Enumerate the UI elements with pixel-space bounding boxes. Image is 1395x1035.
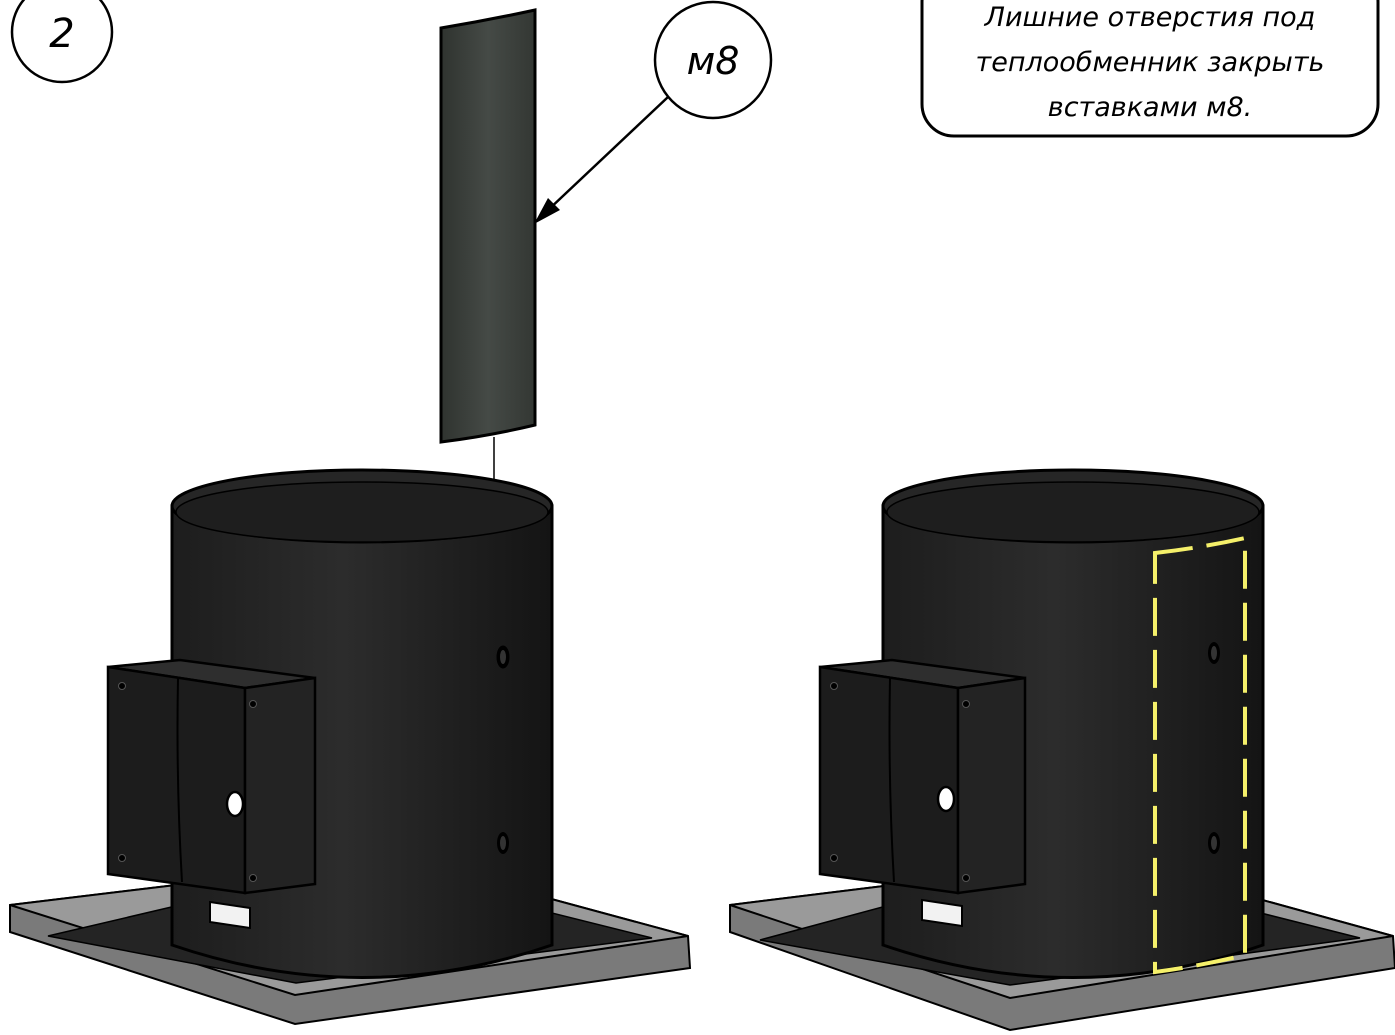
side-box-seam bbox=[176, 677, 183, 883]
side-box-seam bbox=[888, 677, 895, 883]
side-box-bolt bbox=[962, 700, 970, 708]
step-circle bbox=[10, 0, 114, 84]
side-box-bolt bbox=[962, 874, 970, 882]
side-box-bolt bbox=[118, 682, 126, 690]
cylinder-hole-inner bbox=[500, 650, 506, 664]
cylinder-hole-inner bbox=[500, 836, 506, 850]
note-frame bbox=[920, 0, 1380, 138]
side-box-side bbox=[243, 676, 317, 895]
insert-panel bbox=[439, 8, 537, 444]
note-line-3: вставками м8. bbox=[1048, 92, 1252, 123]
note-line-2: теплообменник закрыть bbox=[976, 47, 1325, 78]
side-box-bolt bbox=[249, 700, 257, 708]
note-line-1: Лишние отверстия под bbox=[984, 2, 1316, 33]
callout-label: м8 bbox=[687, 39, 740, 83]
side-box-side bbox=[956, 676, 1027, 895]
callout-m8: м8 bbox=[534, 0, 773, 224]
cylinder-top-inner bbox=[175, 481, 549, 543]
bottom-opening bbox=[209, 900, 251, 930]
note-box: Лишние отверстия под теплообменник закры… bbox=[920, 0, 1380, 138]
side-box-hole bbox=[936, 785, 956, 813]
left-assembly bbox=[9, 468, 692, 1026]
right-assembly bbox=[729, 468, 1395, 1032]
leader-arrowhead bbox=[534, 198, 560, 224]
step-number: 2 bbox=[49, 11, 74, 57]
insert-panel-m8 bbox=[439, 8, 537, 525]
side-box-bolt bbox=[249, 874, 257, 882]
side-box-bolt bbox=[118, 854, 126, 862]
callout-circle bbox=[653, 0, 773, 120]
bottom-opening bbox=[921, 898, 963, 928]
side-box-hole bbox=[225, 790, 245, 818]
side-box-bolt bbox=[830, 854, 838, 862]
side-box-front bbox=[106, 665, 247, 895]
step-badge: 2 bbox=[10, 0, 114, 84]
side-box-bolt bbox=[830, 682, 838, 690]
inserted-panel-highlight bbox=[1153, 535, 1247, 975]
cylinder-hole-inner bbox=[1211, 836, 1217, 850]
cylinder-hole-inner bbox=[1211, 646, 1217, 660]
cylinder-top-inner bbox=[886, 481, 1260, 543]
leader-line bbox=[545, 96, 669, 213]
